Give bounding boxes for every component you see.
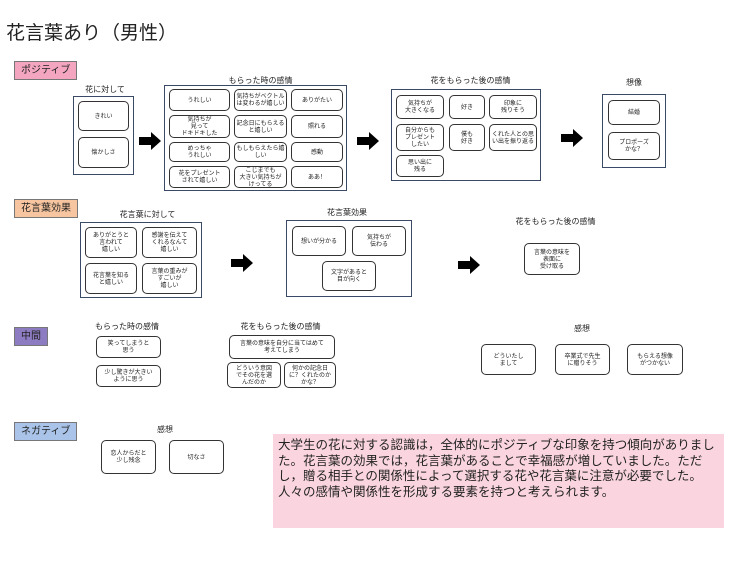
positive-received-item: 記念日にもらえると嬉しい — [234, 115, 287, 138]
negative-impression-item: 切なさ — [169, 440, 224, 474]
positive-after-item: 印象に 残りそう — [489, 95, 537, 119]
heading-middle-after: 花をもらった後の感情 — [240, 322, 321, 331]
positive-after-item: 僕も 好き — [449, 124, 485, 151]
effect-effect-item: 想いが分かる — [292, 226, 346, 256]
middle-after-item: 言葉の意味を自分に当てはめて 考えてしまう — [229, 335, 335, 359]
heading-middle-impression: 感想 — [574, 324, 590, 333]
middle-impression-item: 卒業式で先生 に贈りそう — [555, 344, 610, 375]
page-title: 花言葉あり（男性） — [6, 22, 178, 44]
positive-received-item: 照れる — [291, 115, 343, 138]
positive-received-item: ありがたい — [291, 89, 343, 111]
heading-after: 花をもらった後の感情 — [430, 76, 511, 85]
heading-effect: 花言葉効果 — [327, 208, 367, 217]
heading-effect-after: 花をもらった後の感情 — [515, 217, 596, 226]
summary-text: 大学生の花に対する認識は，全体的にポジティブな印象を持つ傾向がありました。花言葉… — [273, 434, 724, 528]
middle-impression-item: もらえる想像 がつかない — [627, 344, 683, 375]
heading-middle-received: もらった時の感情 — [95, 322, 159, 331]
heading-received: もらった時の感情 — [228, 76, 293, 85]
section-tag-positive: ポジティブ — [14, 61, 78, 80]
negative-impression-item: 恋人からだと 少し残念 — [101, 440, 156, 474]
effect-toward-item: ありがとうと 言われて 嬉しい — [85, 227, 137, 258]
positive-received-item: ああ！ — [291, 166, 343, 188]
effect-effect-item: 気持ちが 伝わる — [352, 226, 406, 256]
section-tag-middle: 中間 — [14, 327, 48, 346]
positive-after-item: 気持ちが 大きくなる — [396, 95, 444, 119]
positive-received-item: うれしい — [169, 89, 230, 111]
positive-received-item: こじまでも 大きい気持ちが けってる — [234, 166, 287, 188]
effect-effect-item: 文字があると 目が向く — [322, 261, 376, 291]
effect-toward-item: 言葉の重みが すごいが 嬉しい — [142, 263, 197, 294]
heading-impression: 想像 — [626, 78, 642, 87]
positive-impression-item: プロポーズ かな？ — [608, 132, 660, 160]
effect-toward-item: 感謝を伝えて くれるなんて 嬉しい — [142, 227, 197, 258]
middle-after-item: 何かの記念日 に？くれたのか かな？ — [284, 362, 336, 388]
heading-flower: 花に対して — [85, 85, 125, 94]
positive-after-item: 好き — [449, 95, 485, 119]
effect-toward-item: 花言葉を知る と嬉しい — [85, 263, 137, 294]
positive-flower-item: きれい — [78, 101, 129, 131]
positive-received-item: 感動 — [291, 142, 343, 162]
middle-impression-item: どういたし まして — [481, 344, 536, 375]
middle-after-item: どういう意図 でその花を選 んだのか — [227, 362, 281, 388]
positive-after-item: くれた人との思い出を振り返る — [489, 124, 537, 151]
positive-received-item: 気持ちが 見って ドキドキした — [169, 115, 230, 138]
middle-received-item: 笑ってしまうと 思う — [96, 336, 161, 358]
section-tag-negative: ネガティブ — [14, 422, 78, 441]
positive-received-item: 気持ちがベクトルは変わるが嬉しい — [234, 89, 287, 111]
heading-toward: 花言葉に対して — [119, 210, 176, 219]
section-tag-effect: 花言葉効果 — [14, 199, 78, 218]
positive-after-item: 思い出に 残る — [396, 155, 444, 177]
effect-after-item: 言葉の意味を 表面に 受け取る — [524, 243, 580, 275]
positive-impression-item: 結婚 — [608, 100, 660, 125]
heading-negative-impression: 感想 — [157, 425, 173, 434]
middle-received-item: 少し驚きが大きい ように思う — [96, 365, 161, 387]
positive-received-item: 花をプレゼント されて嬉しい — [169, 166, 230, 188]
positive-received-item: もしもらえたら嬉しい — [234, 142, 287, 162]
positive-after-item: 自分からも プレゼント したい — [396, 124, 444, 151]
positive-flower-item: 懐かしさ — [78, 137, 129, 168]
positive-received-item: めっちゃ うれしい — [169, 142, 230, 162]
